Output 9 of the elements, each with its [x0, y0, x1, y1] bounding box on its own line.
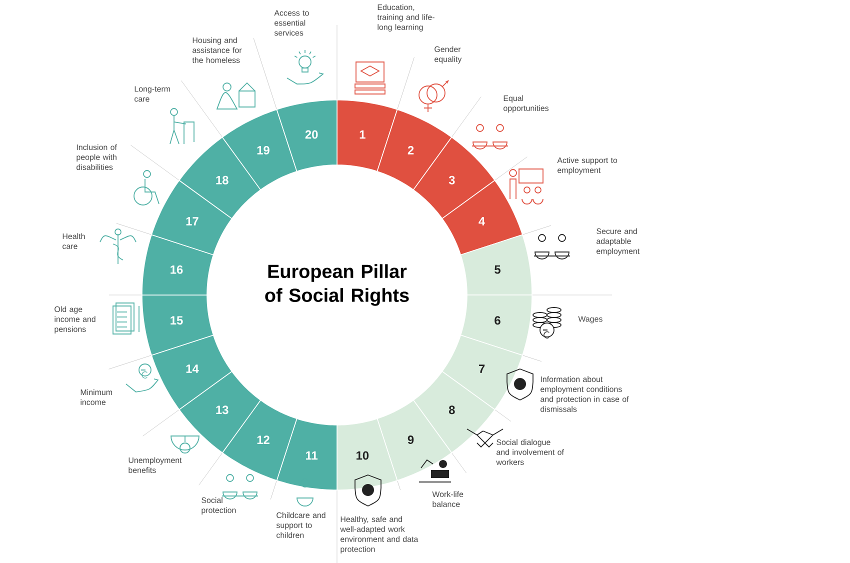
- ring-segment: 1: [336, 100, 398, 172]
- ring-segment: 6: [460, 294, 532, 356]
- ring-segment: 16: [142, 234, 214, 296]
- title: European Pillar of Social Rights: [265, 264, 409, 306]
- ring-segment: 20: [276, 100, 338, 172]
- ring-segment: 5: [460, 234, 532, 296]
- ring-segment: 10: [336, 418, 398, 490]
- ring-segment: 11: [276, 418, 338, 490]
- ring-segment: 15: [142, 294, 214, 356]
